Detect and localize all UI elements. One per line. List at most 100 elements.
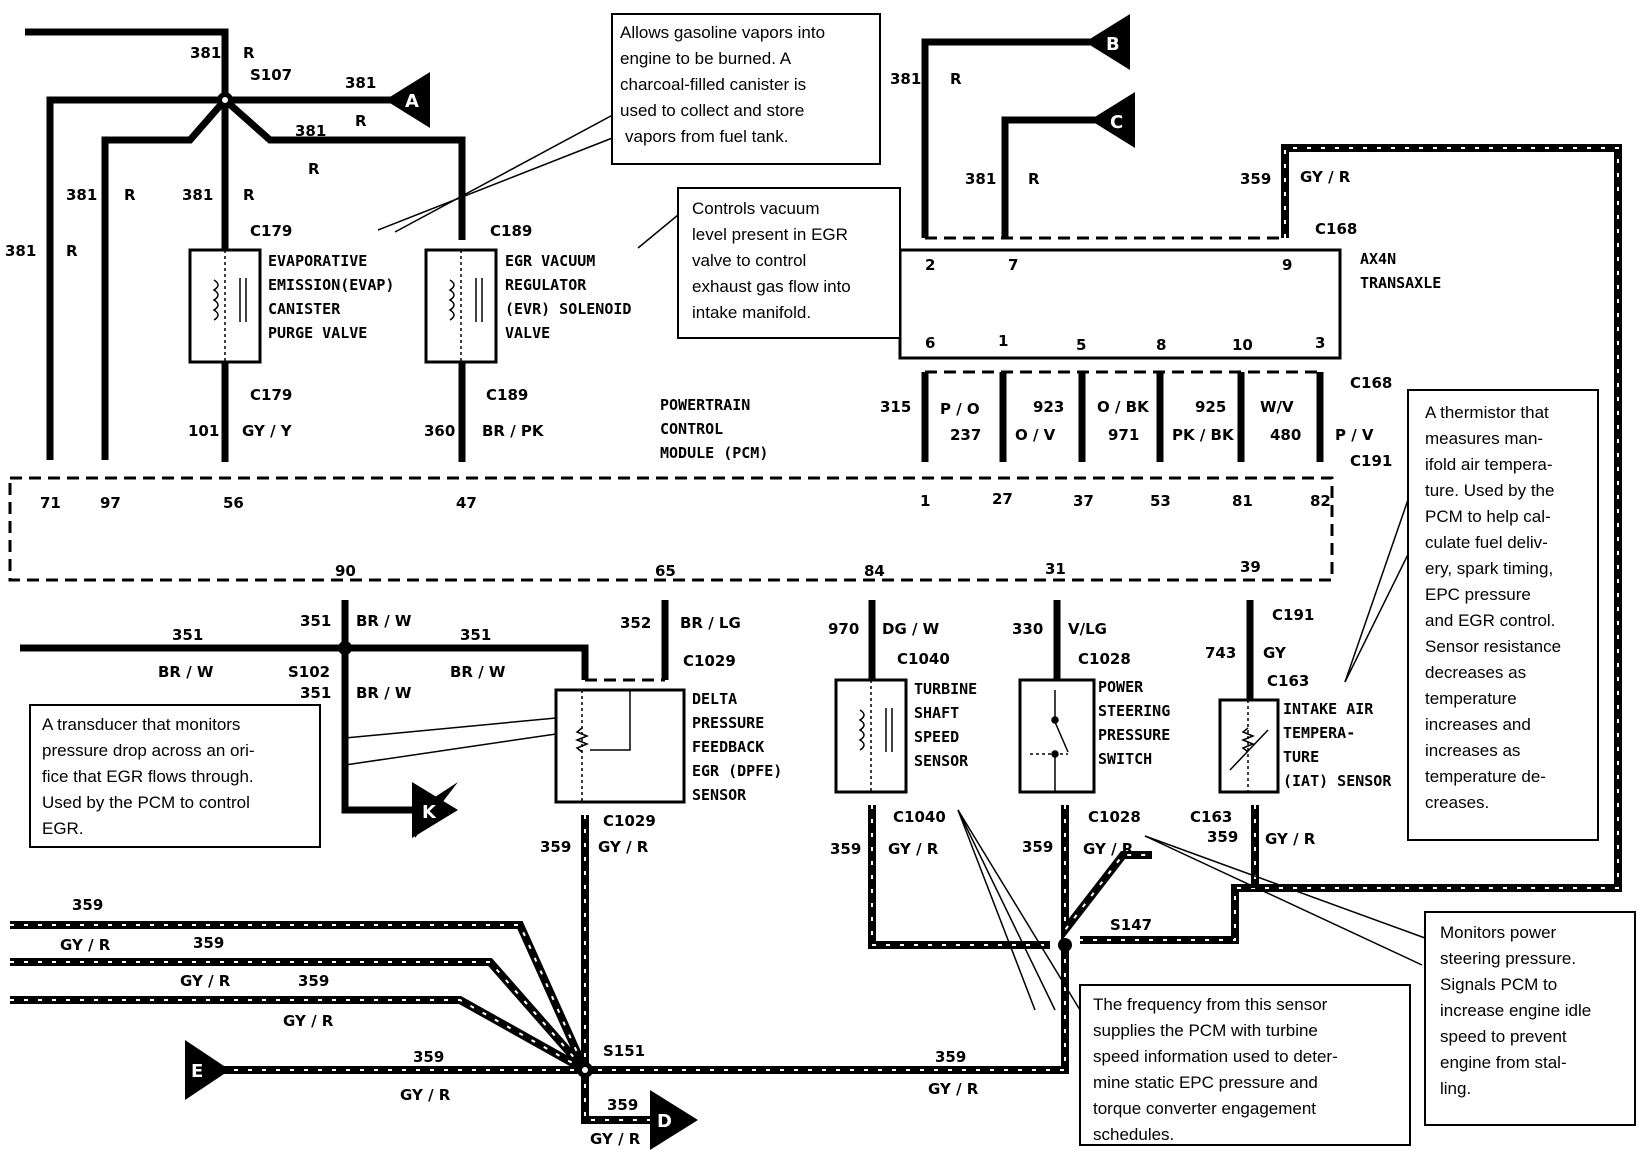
wire-label: 359 bbox=[1240, 170, 1271, 188]
pcm-label: POWERTRAIN bbox=[660, 396, 750, 414]
evap-coil-icon bbox=[212, 250, 247, 362]
evr-note-line: exhaust gas flow into bbox=[692, 277, 851, 296]
wire-label: 381 bbox=[66, 186, 97, 204]
connector-label: C191 bbox=[1272, 606, 1314, 624]
pin-number: 81 bbox=[1232, 492, 1253, 510]
dpfe-sensor-label: EGR (DPFE) bbox=[692, 762, 782, 780]
dpfe-sensor-label: PRESSURE bbox=[692, 714, 764, 732]
evap-note-line: Allows gasoline vapors into bbox=[620, 23, 825, 42]
wire-label: BR / W bbox=[356, 684, 412, 702]
iat-note-line: ery, spark timing, bbox=[1425, 559, 1553, 578]
dpfe-note-line: pressure drop across an ori- bbox=[42, 741, 255, 760]
connector-label: C168 bbox=[1315, 220, 1357, 238]
wire-label: 101 bbox=[188, 422, 219, 440]
wire-labels: 381 R S107 381 R 381 R 381 R 381 R 381 R… bbox=[5, 44, 1374, 1148]
connector-labels: C179 C189 C179 C189 C168 C168 C191 C1029… bbox=[250, 220, 1392, 830]
pin-number: 8 bbox=[1156, 336, 1166, 354]
wire-label: 359 bbox=[72, 896, 103, 914]
wire-label: 381 bbox=[190, 44, 221, 62]
wire-label: GY / R bbox=[283, 1012, 334, 1030]
arrow-c-label: C bbox=[1110, 112, 1123, 133]
evap-note-line: vapors from fuel tank. bbox=[625, 127, 788, 146]
connector-label: C189 bbox=[486, 386, 528, 404]
tss-coil-icon bbox=[858, 680, 893, 792]
arrow-a-label: A bbox=[405, 91, 419, 112]
wire-label: R bbox=[66, 242, 78, 260]
pss-note-box bbox=[1424, 911, 1636, 1126]
pin-number: 90 bbox=[335, 562, 356, 580]
connector-label: C179 bbox=[250, 222, 292, 240]
wire-label: R bbox=[243, 186, 255, 204]
pin-number: 1 bbox=[998, 332, 1008, 350]
pcm-label: CONTROL bbox=[660, 420, 723, 438]
pss-note-line: speed to prevent bbox=[1440, 1027, 1567, 1046]
wire-label: 237 bbox=[950, 426, 981, 444]
wire-label: R bbox=[124, 186, 136, 204]
wire-label: 359 bbox=[540, 838, 571, 856]
pin-number: 65 bbox=[655, 562, 676, 580]
pin-number: 10 bbox=[1232, 336, 1253, 354]
tss-note-line: supplies the PCM with turbine bbox=[1093, 1021, 1318, 1040]
iat-note-line: and EGR control. bbox=[1425, 611, 1555, 630]
wire-label: GY / Y bbox=[242, 422, 293, 440]
arrow-b-label: B bbox=[1106, 34, 1120, 55]
pin-number: 1 bbox=[920, 492, 930, 510]
evr-solenoid-label: EGR VACUUM bbox=[505, 252, 595, 270]
iat-note-line: measures man- bbox=[1425, 429, 1543, 448]
connector-label: C1040 bbox=[897, 650, 950, 668]
transaxle-label: AX4N bbox=[1360, 250, 1396, 268]
pss-note-line: Monitors power bbox=[1440, 923, 1557, 942]
wire-359-harness bbox=[10, 921, 655, 1124]
thermistor-icon bbox=[1229, 700, 1269, 792]
evr-solenoid-label: (EVR) SOLENOID bbox=[505, 300, 631, 318]
pin-number: 6 bbox=[925, 334, 935, 352]
iat-note-box bbox=[1407, 389, 1599, 841]
pss-label: PRESSURE bbox=[1098, 726, 1170, 744]
dpfe-note-box bbox=[29, 704, 321, 848]
connector-label: C179 bbox=[250, 386, 292, 404]
wire-label: R bbox=[950, 70, 962, 88]
dpfe-note-line: Used by the PCM to control bbox=[42, 793, 250, 812]
connector-label: C163 bbox=[1267, 672, 1309, 690]
splice-s102 bbox=[338, 641, 352, 655]
evr-solenoid-label: REGULATOR bbox=[505, 276, 587, 294]
pin-number: 71 bbox=[40, 494, 61, 512]
tss-note-line: schedules. bbox=[1093, 1125, 1174, 1144]
wire-label: V/LG bbox=[1068, 620, 1107, 638]
wire-label: 315 bbox=[880, 398, 911, 416]
wire-label: 351 bbox=[300, 684, 331, 702]
iat-note-line: Sensor resistance bbox=[1425, 637, 1561, 656]
wire-label: 743 bbox=[1205, 644, 1236, 662]
wire-label: GY / R bbox=[400, 1086, 451, 1104]
arrow-a: A bbox=[385, 72, 430, 128]
wire-label: GY / R bbox=[590, 1130, 641, 1148]
wire-label: 381 bbox=[345, 74, 376, 92]
arrow-b: B bbox=[1085, 14, 1130, 70]
arrow-c: C bbox=[1090, 92, 1135, 148]
wire-label: R bbox=[1028, 170, 1040, 188]
dpfe-note-line: EGR. bbox=[42, 819, 84, 838]
iat-note-line: EPC pressure bbox=[1425, 585, 1531, 604]
wire-label: 359 bbox=[1207, 828, 1238, 846]
connector-label: C163 bbox=[1190, 808, 1232, 826]
pin-number: 47 bbox=[456, 494, 477, 512]
pin-number: 3 bbox=[1315, 334, 1325, 352]
wire-label: DG / W bbox=[882, 620, 940, 638]
wire-label: 359 bbox=[830, 840, 861, 858]
iat-label: TURE bbox=[1283, 748, 1319, 766]
tss-label: SPEED bbox=[914, 728, 959, 746]
iat-note-line: creases. bbox=[1425, 793, 1489, 812]
pss-note-line: ling. bbox=[1440, 1079, 1471, 1098]
evap-valve-label: EMISSION(EVAP) bbox=[268, 276, 394, 294]
arrow-d-label: D bbox=[657, 1111, 672, 1132]
transaxle-wires bbox=[921, 372, 1324, 462]
pin-number: 84 bbox=[864, 562, 885, 580]
pin-number: 31 bbox=[1045, 560, 1066, 578]
wire-label: BR / LG bbox=[680, 614, 741, 632]
wire-label: 360 bbox=[424, 422, 455, 440]
wire-label: 381 bbox=[182, 186, 213, 204]
wire-label: P / O bbox=[940, 400, 980, 418]
splice-label: S102 bbox=[288, 663, 330, 681]
wire-label: 359 bbox=[607, 1096, 638, 1114]
